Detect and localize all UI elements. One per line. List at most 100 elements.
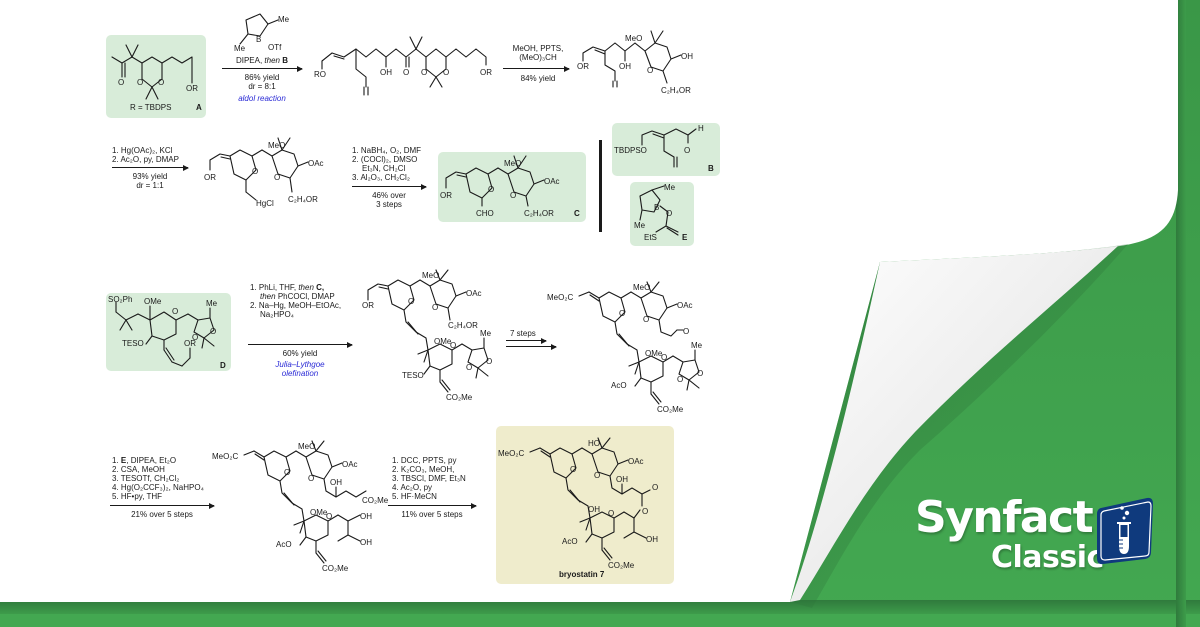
svg-text:O: O (677, 375, 683, 384)
svg-text:Me: Me (691, 341, 703, 350)
svg-text:O: O (158, 78, 164, 87)
svg-text:O: O (619, 309, 625, 318)
svg-text:OR: OR (362, 301, 374, 310)
svg-text:O: O (421, 68, 427, 77)
svg-text:O: O (642, 507, 648, 516)
step4-line4: 3. Al₂O₃, CH₂Cl₂ (352, 173, 410, 182)
svg-text:MeO: MeO (633, 283, 650, 292)
svg-text:O: O (284, 468, 290, 477)
step4-steps: 3 steps (376, 200, 402, 209)
svg-text:AcO: AcO (562, 537, 578, 546)
svg-text:B: B (256, 35, 261, 44)
svg-text:MeO₂C: MeO₂C (547, 293, 573, 302)
step1-arrow (222, 65, 303, 72)
step7-line2: 2. CSA, MeOH (112, 465, 165, 474)
svg-text:O: O (510, 191, 516, 200)
step3-line1: 1. Hg(OAc)₂, KCl (112, 146, 173, 155)
svg-text:Me: Me (206, 299, 218, 308)
svg-text:O: O (137, 78, 143, 87)
svg-text:HO: HO (588, 439, 600, 448)
svg-text:MeO: MeO (422, 271, 439, 280)
svg-text:O: O (118, 78, 124, 87)
svg-text:MeO: MeO (504, 159, 521, 168)
svg-text:OH: OH (616, 475, 628, 484)
svg-text:OR: OR (440, 191, 452, 200)
svg-text:CO₂Me: CO₂Me (608, 561, 635, 570)
svg-text:O: O (408, 297, 414, 306)
svg-text:CHO: CHO (476, 209, 494, 218)
svg-text:OR: OR (577, 62, 589, 71)
svg-text:Me: Me (664, 183, 676, 192)
svg-text:C: C (574, 209, 580, 218)
step4-line1: 1. NaBH₄, O₂, DMF (352, 146, 422, 155)
step4-yield: 46% over (372, 191, 406, 200)
step5-line3: 2. Na–Hg, MeOH–EtOAc, (250, 301, 342, 310)
step5-yield: 60% yield (282, 349, 318, 358)
step6-label: 7 steps (510, 329, 536, 338)
svg-text:C₂H₄OR: C₂H₄OR (288, 195, 318, 204)
step4-line3: Et₃N, CH₂Cl (362, 164, 406, 173)
step5-line4: Na₂HPO₄ (260, 310, 294, 319)
svg-text:O: O (697, 369, 703, 378)
svg-text:B: B (654, 203, 659, 212)
svg-text:OH: OH (588, 505, 600, 514)
svg-text:D: D (220, 361, 226, 370)
compound-d-structure: SO₂Ph OMe O Me O O TESO OR D (108, 295, 226, 370)
bottom-shadow (0, 600, 1200, 614)
compound-c-structure: OR O MeO O OAc CHO C₂H₄OR C (440, 155, 580, 218)
compound-a-structure: O O O OR (111, 44, 198, 100)
svg-text:EtS: EtS (644, 233, 657, 242)
svg-text:O: O (652, 483, 658, 492)
right-edge-shadow (1176, 0, 1186, 627)
organomercury-intermediate-structure: OR O MeO O OAc HgCl C₂H₄OR (204, 137, 324, 208)
step7-yield: 21% over 5 steps (131, 510, 193, 519)
step5-line2: then PhCOCl, DMAP (260, 292, 335, 301)
svg-text:OH: OH (681, 52, 693, 61)
step6-arrow (506, 343, 557, 350)
svg-text:O: O (326, 512, 332, 521)
svg-text:Me: Me (634, 221, 646, 230)
svg-text:CO₂Me: CO₂Me (322, 564, 349, 573)
svg-text:O: O (647, 66, 653, 75)
compound-b-structure: TBDPSO O H B (614, 124, 714, 173)
svg-text:OH: OH (619, 62, 631, 71)
step8-line2: 2. K₂CO₃, MeOH, (392, 465, 455, 474)
product-box (496, 426, 674, 584)
step2-line1: MeOH, PPTS, (512, 44, 564, 53)
synfact-classic-logo[interactable]: Synfact Classic (905, 492, 1180, 582)
seven-steps-product-structure: MeO₂C O MeO O OAc O OMe O Me O O AcO CO₂… (547, 281, 703, 414)
svg-text:C₂H₄OR: C₂H₄OR (448, 321, 478, 330)
compound-b-box (612, 123, 720, 176)
svg-text:Me: Me (480, 329, 492, 338)
svg-text:O: O (488, 185, 494, 194)
spiroketal-intermediate-structure: OR OH MeO O OH C₂H₄OR (577, 30, 693, 95)
svg-text:O: O (252, 167, 258, 176)
svg-text:MeO₂C: MeO₂C (212, 452, 238, 461)
svg-text:O: O (643, 315, 649, 324)
svg-text:OR: OR (480, 68, 492, 77)
brand-edition: Classic (991, 540, 1104, 575)
svg-text:CO₂Me: CO₂Me (362, 496, 389, 505)
step8-yield: 11% over 5 steps (401, 510, 463, 519)
step4-line2: 2. (COCl)₂, DMSO (352, 155, 418, 164)
svg-text:CO₂Me: CO₂Me (657, 405, 684, 414)
svg-text:O: O (666, 209, 672, 218)
step3-yield: 93% yield (132, 172, 168, 181)
svg-text:O: O (403, 68, 409, 77)
svg-text:OAc: OAc (342, 460, 358, 469)
svg-text:TBDPSO: TBDPSO (614, 146, 647, 155)
svg-text:OH: OH (360, 538, 372, 547)
step7-line3: 3. TESOTf, CH₂Cl₂ (112, 474, 180, 483)
svg-text:O: O (594, 471, 600, 480)
svg-text:O: O (443, 68, 449, 77)
svg-text:TESO: TESO (122, 339, 144, 348)
svg-text:O: O (684, 146, 690, 155)
svg-text:AcO: AcO (611, 381, 627, 390)
svg-text:O: O (274, 173, 280, 182)
step3-dr: dr = 1:1 (136, 181, 164, 190)
svg-text:O: O (450, 341, 456, 350)
step8-line1: 1. DCC, PPTS, py (392, 456, 457, 465)
svg-text:OH: OH (360, 512, 372, 521)
svg-text:OTf: OTf (268, 43, 282, 52)
